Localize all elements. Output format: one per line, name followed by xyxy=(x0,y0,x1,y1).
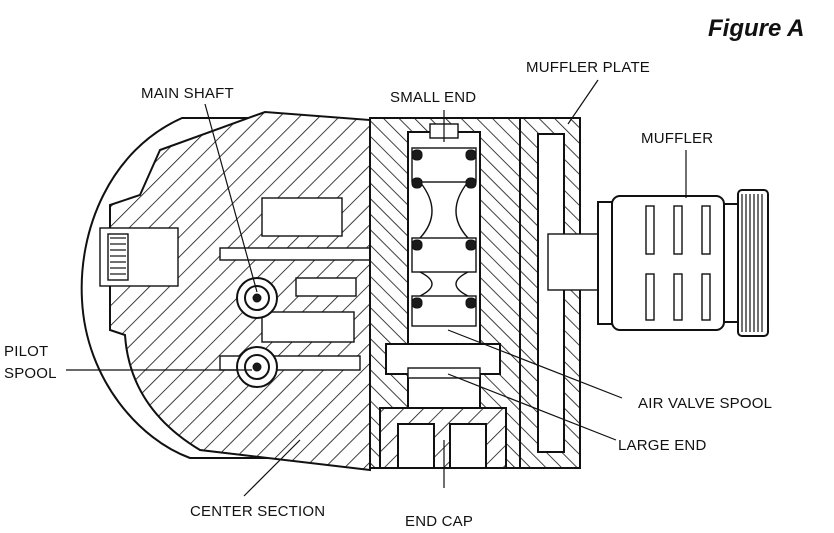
label-end-cap: END CAP xyxy=(405,513,473,530)
muffler-plate xyxy=(519,117,599,469)
pilot-spool xyxy=(236,346,278,388)
label-small-end: SMALL END xyxy=(390,89,476,106)
figure-title: Figure A xyxy=(708,15,804,42)
label-main-shaft: MAIN SHAFT xyxy=(141,85,234,102)
label-pilot-line2: SPOOL xyxy=(4,365,57,382)
thread-marks xyxy=(110,237,126,275)
muffler-knurl xyxy=(741,194,763,332)
end-cap xyxy=(379,407,507,469)
label-muffler: MUFFLER xyxy=(641,130,713,147)
label-air-valve-spool: AIR VALVE SPOOL xyxy=(638,395,772,412)
center-section-body xyxy=(80,110,371,472)
muffler xyxy=(597,189,769,337)
label-muffler-plate: MUFFLER PLATE xyxy=(526,59,650,76)
label-center-section: CENTER SECTION xyxy=(190,503,325,520)
label-large-end: LARGE END xyxy=(618,437,707,454)
label-pilot-line1: PILOT xyxy=(4,343,48,360)
leader-lines xyxy=(66,79,687,497)
main-shaft xyxy=(236,277,278,319)
